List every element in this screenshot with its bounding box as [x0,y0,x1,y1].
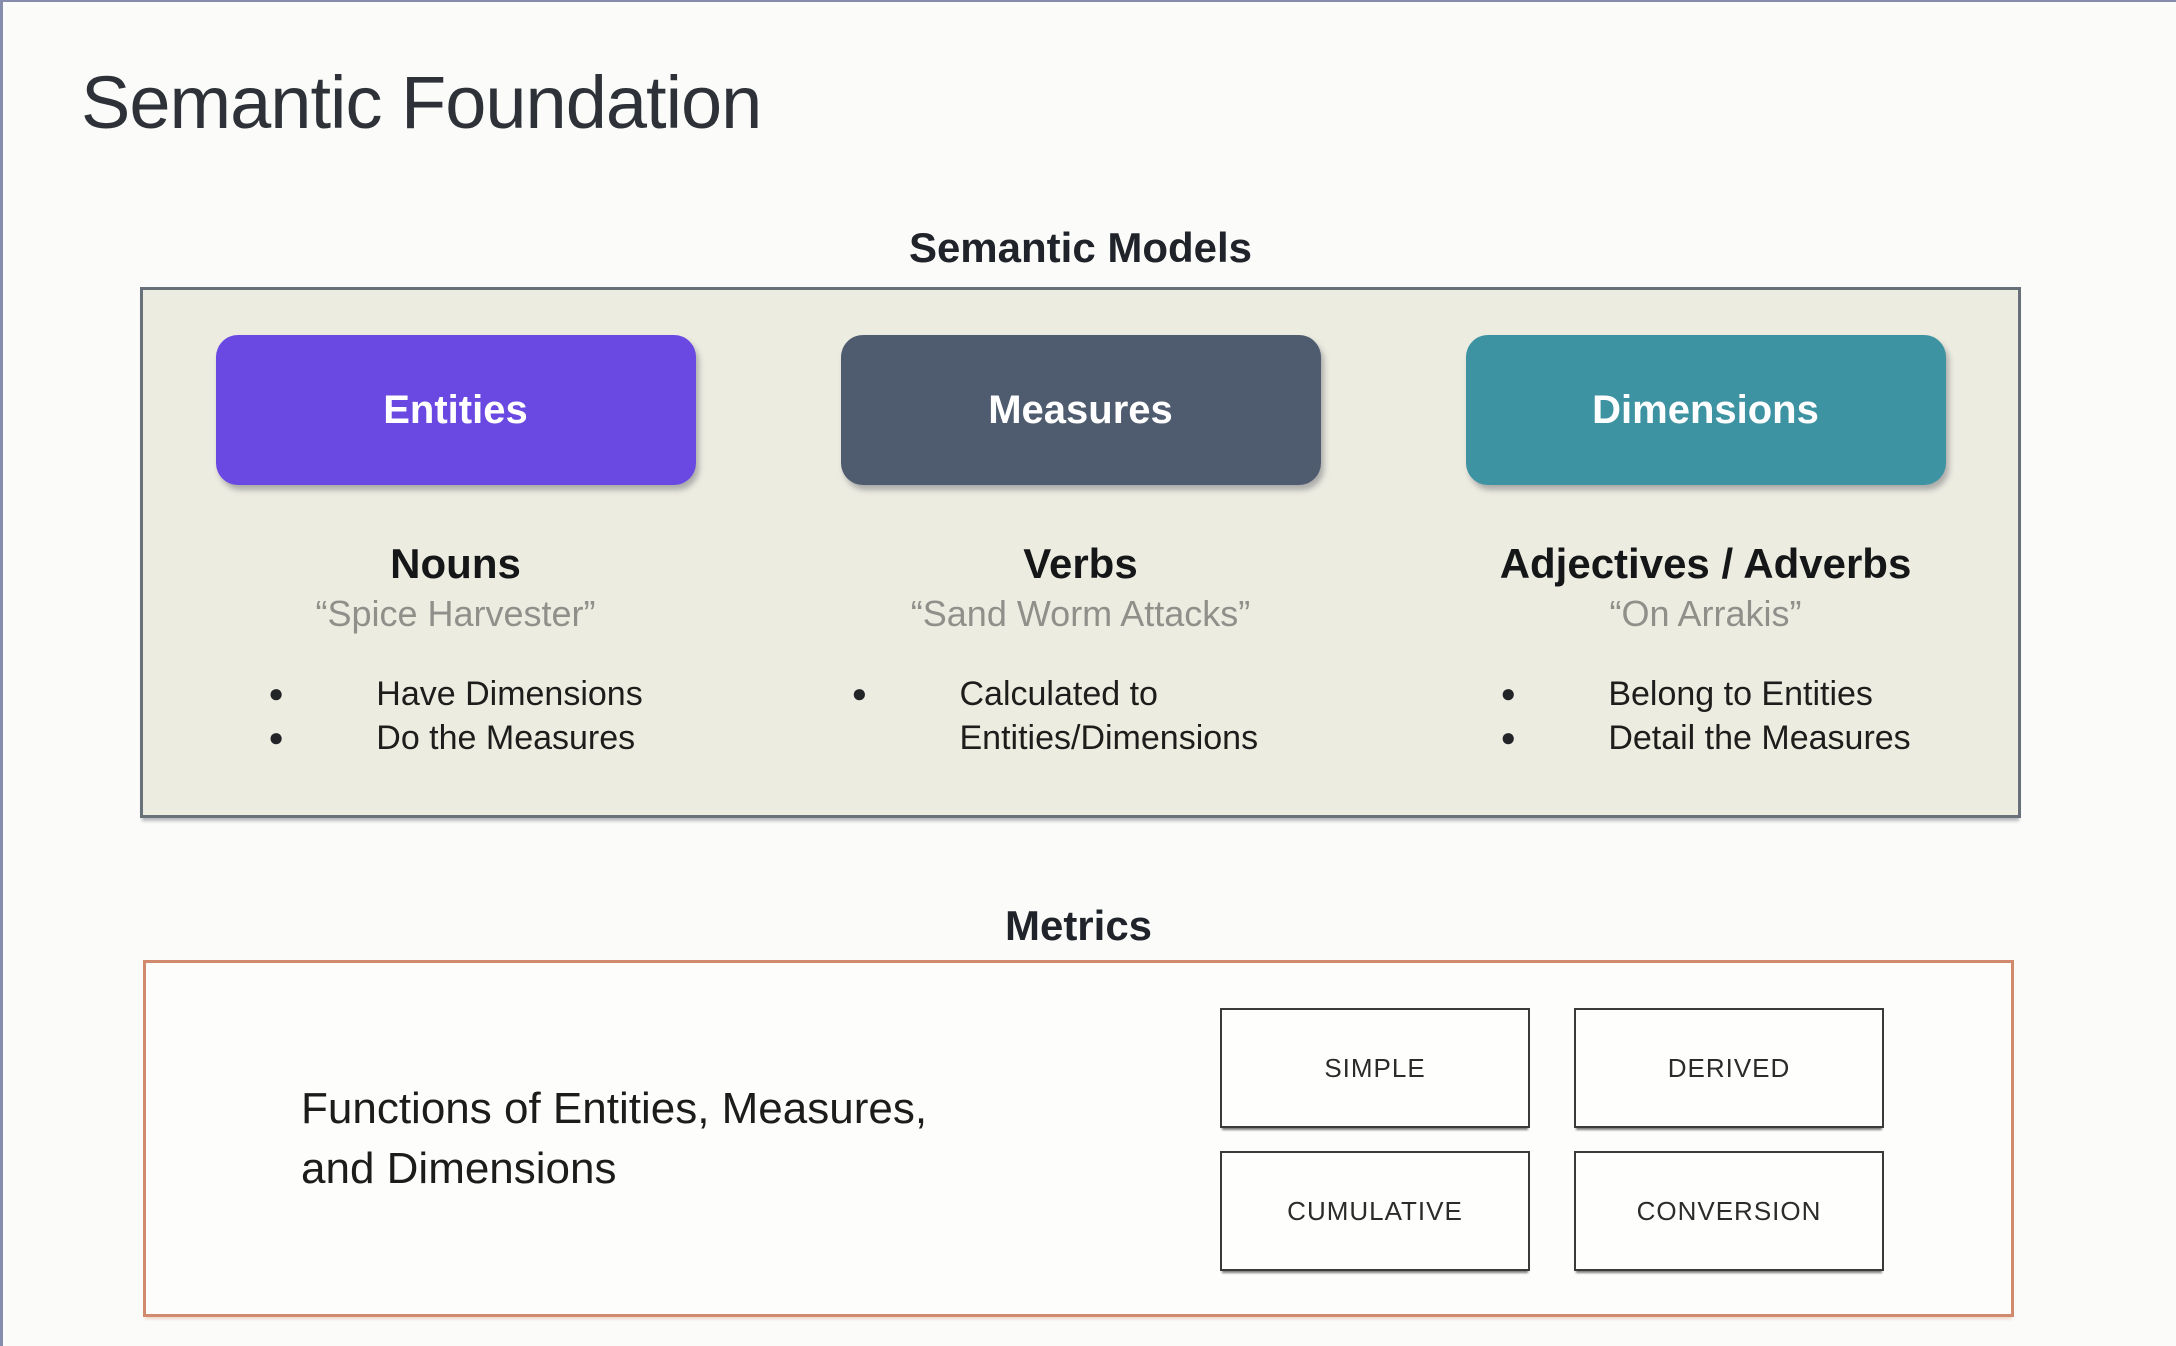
metrics-box: Functions of Entities, Measures, and Dim… [143,960,2014,1317]
measures-role-label: Verbs [1023,540,1138,587]
dimensions-example-label: “On Arrakis” [1609,593,1802,635]
metric-type-simple: SIMPLE [1220,1008,1530,1128]
metrics-description: Functions of Entities, Measures, and Dim… [301,1079,927,1199]
semantic-models-box: Entities Nouns “Spice Harvester” Have Di… [140,287,2021,818]
measures-button: Measures [840,335,1321,485]
metrics-heading: Metrics [1004,902,1153,949]
metric-type-cumulative: CUMULATIVE [1220,1151,1530,1271]
list-item: Do the Measures [268,717,642,761]
measures-example-label: “Sand Worm Attacks” [910,593,1251,635]
measures-bullet-list: Calculated to Entities/Dimensions [852,673,1310,760]
page-title: Semantic Foundation [81,61,762,144]
list-item: Belong to Entities [1500,673,1910,717]
dimensions-button: Dimensions [1465,335,1946,485]
dimensions-bullet-list: Belong to Entities Detail the Measures [1500,673,1910,760]
semantic-models-heading: Semantic Models [908,224,1253,271]
measures-column: Measures Verbs “Sand Worm Attacks” Calcu… [768,290,1393,815]
metric-type-derived: DERIVED [1574,1008,1884,1128]
entities-button: Entities [215,335,696,485]
metric-type-conversion: CONVERSION [1574,1151,1884,1271]
dimensions-column: Dimensions Adjectives / Adverbs “On Arra… [1393,290,2018,815]
entities-bullet-list: Have Dimensions Do the Measures [268,673,642,760]
metrics-description-line1: Functions of Entities, Measures, [301,1084,928,1133]
entities-column: Entities Nouns “Spice Harvester” Have Di… [143,290,768,815]
list-item: Detail the Measures [1500,717,1910,761]
list-item: Calculated to Entities/Dimensions [852,673,1310,760]
dimensions-role-label: Adjectives / Adverbs [1499,540,1912,587]
list-item: Have Dimensions [268,673,642,717]
entities-example-label: “Spice Harvester” [315,593,596,635]
metrics-description-line2: and Dimensions [301,1144,617,1193]
metric-type-grid: SIMPLE DERIVED CUMULATIVE CONVERSION [1220,1008,1884,1271]
entities-role-label: Nouns [390,540,521,587]
